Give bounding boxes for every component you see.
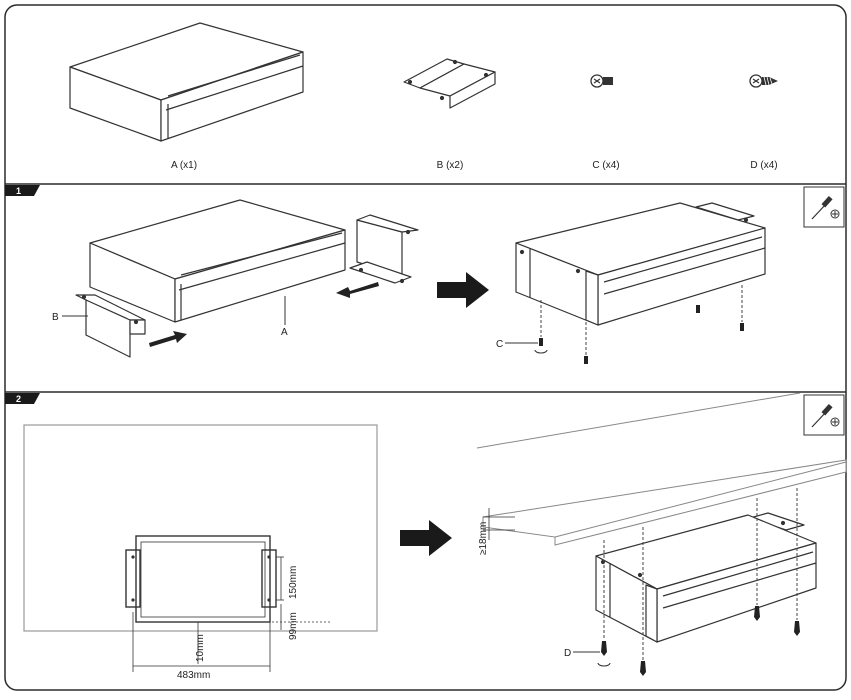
step2-screw-heads [601,606,800,676]
part-c-drawing [590,74,613,88]
step1-screws [540,285,743,355]
part-d-drawing [749,74,778,88]
rotation-icon-1 [534,349,548,354]
step-1-badge: 1 [5,185,40,196]
screwdriver-phillips-icon [811,403,840,428]
callout-b: B [52,312,59,323]
part-b-drawing [403,58,496,109]
tool-box-2 [803,394,845,436]
part-c-label: C (x4) [592,160,619,171]
step1-bracket-left [75,294,146,358]
step-2-number: 2 [16,394,21,404]
template-holes [131,555,271,602]
callout-d: D [564,648,571,659]
dimension-height: 150mm [288,566,299,599]
part-d-label: D (x4) [750,160,777,171]
part-a-drawing [69,22,304,142]
step1-assembled-drawing [515,202,766,326]
part-a-label: A (x1) [171,160,197,171]
step1-case-drawing [89,199,346,323]
dimension-inset-side: 99mm [288,612,299,640]
tool-box-1 [803,186,845,228]
step1-screw-heads [539,305,744,364]
big-arrow-1 [437,272,489,308]
step-1-number: 1 [16,186,21,196]
callout-a: A [281,327,288,338]
dimension-lines [132,556,330,672]
dimension-thickness: ≥18mm [478,522,489,555]
step2-assembled-drawing [595,512,817,643]
tabletop [476,392,847,546]
arrow-in-right [149,331,187,347]
template-outline [125,535,277,623]
mounting-template [23,424,378,632]
arrow-in-left [336,282,379,298]
rotation-icon-2 [597,662,611,667]
part-b-label: B (x2) [437,160,464,171]
outer-frame [4,4,847,691]
dimension-width: 483mm [177,670,210,681]
thickness-marker [483,508,515,540]
step2-guide-lines [603,488,798,660]
step-2-badge: 2 [5,393,40,404]
callout-c: C [496,339,503,350]
dimension-inset-bottom: 10mm [195,634,206,662]
screwdriver-phillips-icon [811,195,840,220]
big-arrow-2 [400,520,452,556]
step1-bracket-right [349,214,419,284]
